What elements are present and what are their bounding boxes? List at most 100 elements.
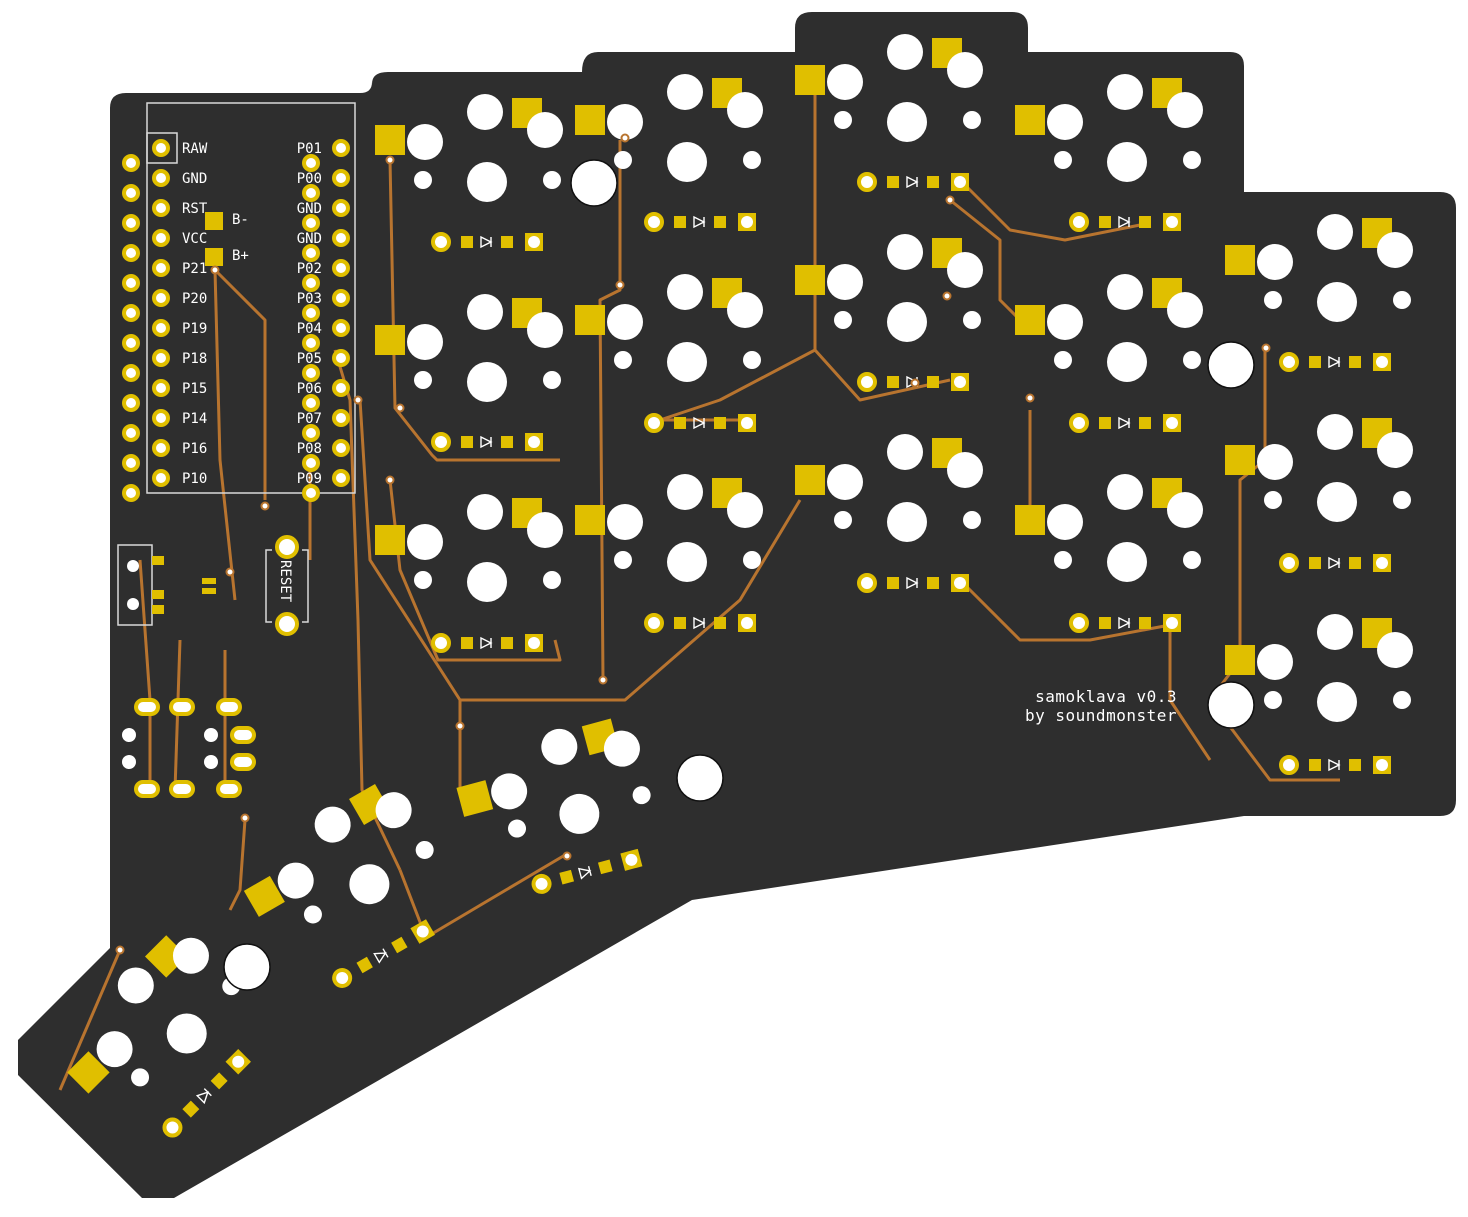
mcu-pin-label: P21 — [182, 261, 207, 277]
mcu-pin-label: P08 — [297, 441, 322, 457]
header-pin — [122, 454, 140, 472]
header-pin — [122, 424, 140, 442]
reset-button[interactable]: RESET — [265, 535, 309, 636]
battery-plus-label: B+ — [232, 248, 249, 264]
switch-pad-icon — [1225, 645, 1255, 675]
via — [353, 395, 363, 405]
mcu-pin — [152, 169, 170, 187]
mcu-pin-label: P01 — [297, 141, 322, 157]
switch-pad-icon — [1225, 445, 1255, 475]
key-switch — [456, 718, 651, 838]
mounting-holes — [223, 159, 1255, 991]
key-switch — [1015, 474, 1203, 582]
mcu-pin-label: P04 — [297, 321, 322, 337]
switch-pad-icon — [795, 265, 825, 295]
header-pin — [122, 334, 140, 352]
header-pin — [122, 274, 140, 292]
diode-icon — [644, 413, 756, 433]
header-pin — [122, 214, 140, 232]
mcu-pin — [332, 139, 350, 157]
switch-pad-icon — [1225, 245, 1255, 275]
mcu-pin — [152, 199, 170, 217]
switch-pad-icon — [456, 780, 494, 817]
mcu-pin-label: P02 — [297, 261, 322, 277]
mcu-pin-label: GND — [297, 231, 322, 247]
mcu-pin — [302, 364, 320, 382]
diode-icon — [1069, 413, 1181, 433]
key-switch — [795, 234, 983, 342]
key-switch — [1225, 614, 1413, 722]
header-pin — [122, 394, 140, 412]
via — [942, 291, 952, 301]
key-switch — [1015, 74, 1203, 182]
mcu-pin-label: P14 — [182, 411, 207, 427]
mcu-pin — [152, 139, 170, 157]
diode-icon — [644, 613, 756, 633]
diode-icon — [531, 848, 643, 894]
battery-minus-label: B- — [232, 212, 249, 228]
mcu-pin-label: P00 — [297, 171, 322, 187]
via — [395, 403, 405, 413]
key-switch — [1225, 214, 1413, 322]
via — [455, 721, 465, 731]
switch-pad-icon — [375, 325, 405, 355]
mcu-pin — [332, 199, 350, 217]
via — [945, 195, 955, 205]
mounting-hole-icon — [223, 943, 271, 991]
mcu-pin — [152, 259, 170, 277]
diode-icon — [431, 432, 543, 452]
diode-icon — [857, 372, 969, 392]
mcu-pin — [152, 439, 170, 457]
diode-icon — [857, 573, 969, 593]
diode-icon — [1279, 755, 1391, 775]
trrs-jack — [122, 698, 256, 798]
switch-pad-icon — [243, 875, 285, 917]
mounting-hole-icon — [570, 159, 618, 207]
pin-header-left — [122, 154, 140, 502]
mcu-pin — [332, 289, 350, 307]
mcu-pin-label: GND — [182, 171, 207, 187]
mounting-hole-icon — [1207, 341, 1255, 389]
switch-pad-icon — [575, 305, 605, 335]
mcu-pin-label: P19 — [182, 321, 207, 337]
mcu-pin-label: P05 — [297, 351, 322, 367]
mcu-pin — [152, 319, 170, 337]
mcu-pin — [302, 424, 320, 442]
mcu-pin — [302, 214, 320, 232]
via — [598, 675, 608, 685]
via — [225, 567, 235, 577]
mcu-pin-label: P06 — [297, 381, 322, 397]
mcu-pin — [332, 229, 350, 247]
mcu-pin-label: VCC — [182, 231, 207, 247]
key-switch — [375, 494, 563, 602]
via — [210, 265, 220, 275]
reset-label: RESET — [277, 560, 293, 603]
via — [240, 813, 250, 823]
mcu-pin-label: P16 — [182, 441, 207, 457]
switch-pad-icon — [1015, 105, 1045, 135]
switch-pad-icon — [795, 465, 825, 495]
diode-icon — [644, 212, 756, 232]
mcu-pin — [302, 454, 320, 472]
mcu-pin-label: RST — [182, 201, 208, 217]
via — [385, 475, 395, 485]
mcu-pin-label: RAW — [182, 141, 208, 157]
mcu-pin — [152, 289, 170, 307]
key-switch — [795, 34, 983, 142]
header-pin — [122, 364, 140, 382]
diode-icon — [1279, 553, 1391, 573]
diode-icon — [1279, 352, 1391, 372]
mcu-pin — [302, 484, 320, 502]
mcu-pin — [152, 409, 170, 427]
switch-pad-icon — [795, 65, 825, 95]
switch-pad-icon — [1015, 305, 1045, 335]
diode-row — [162, 172, 1391, 1138]
key-switch — [243, 783, 434, 924]
switch-pad-icon — [375, 125, 405, 155]
mcu-pin — [302, 334, 320, 352]
diode-icon — [431, 232, 543, 252]
via — [260, 501, 270, 511]
power-switch[interactable] — [117, 544, 216, 626]
diode-icon — [1069, 212, 1181, 232]
